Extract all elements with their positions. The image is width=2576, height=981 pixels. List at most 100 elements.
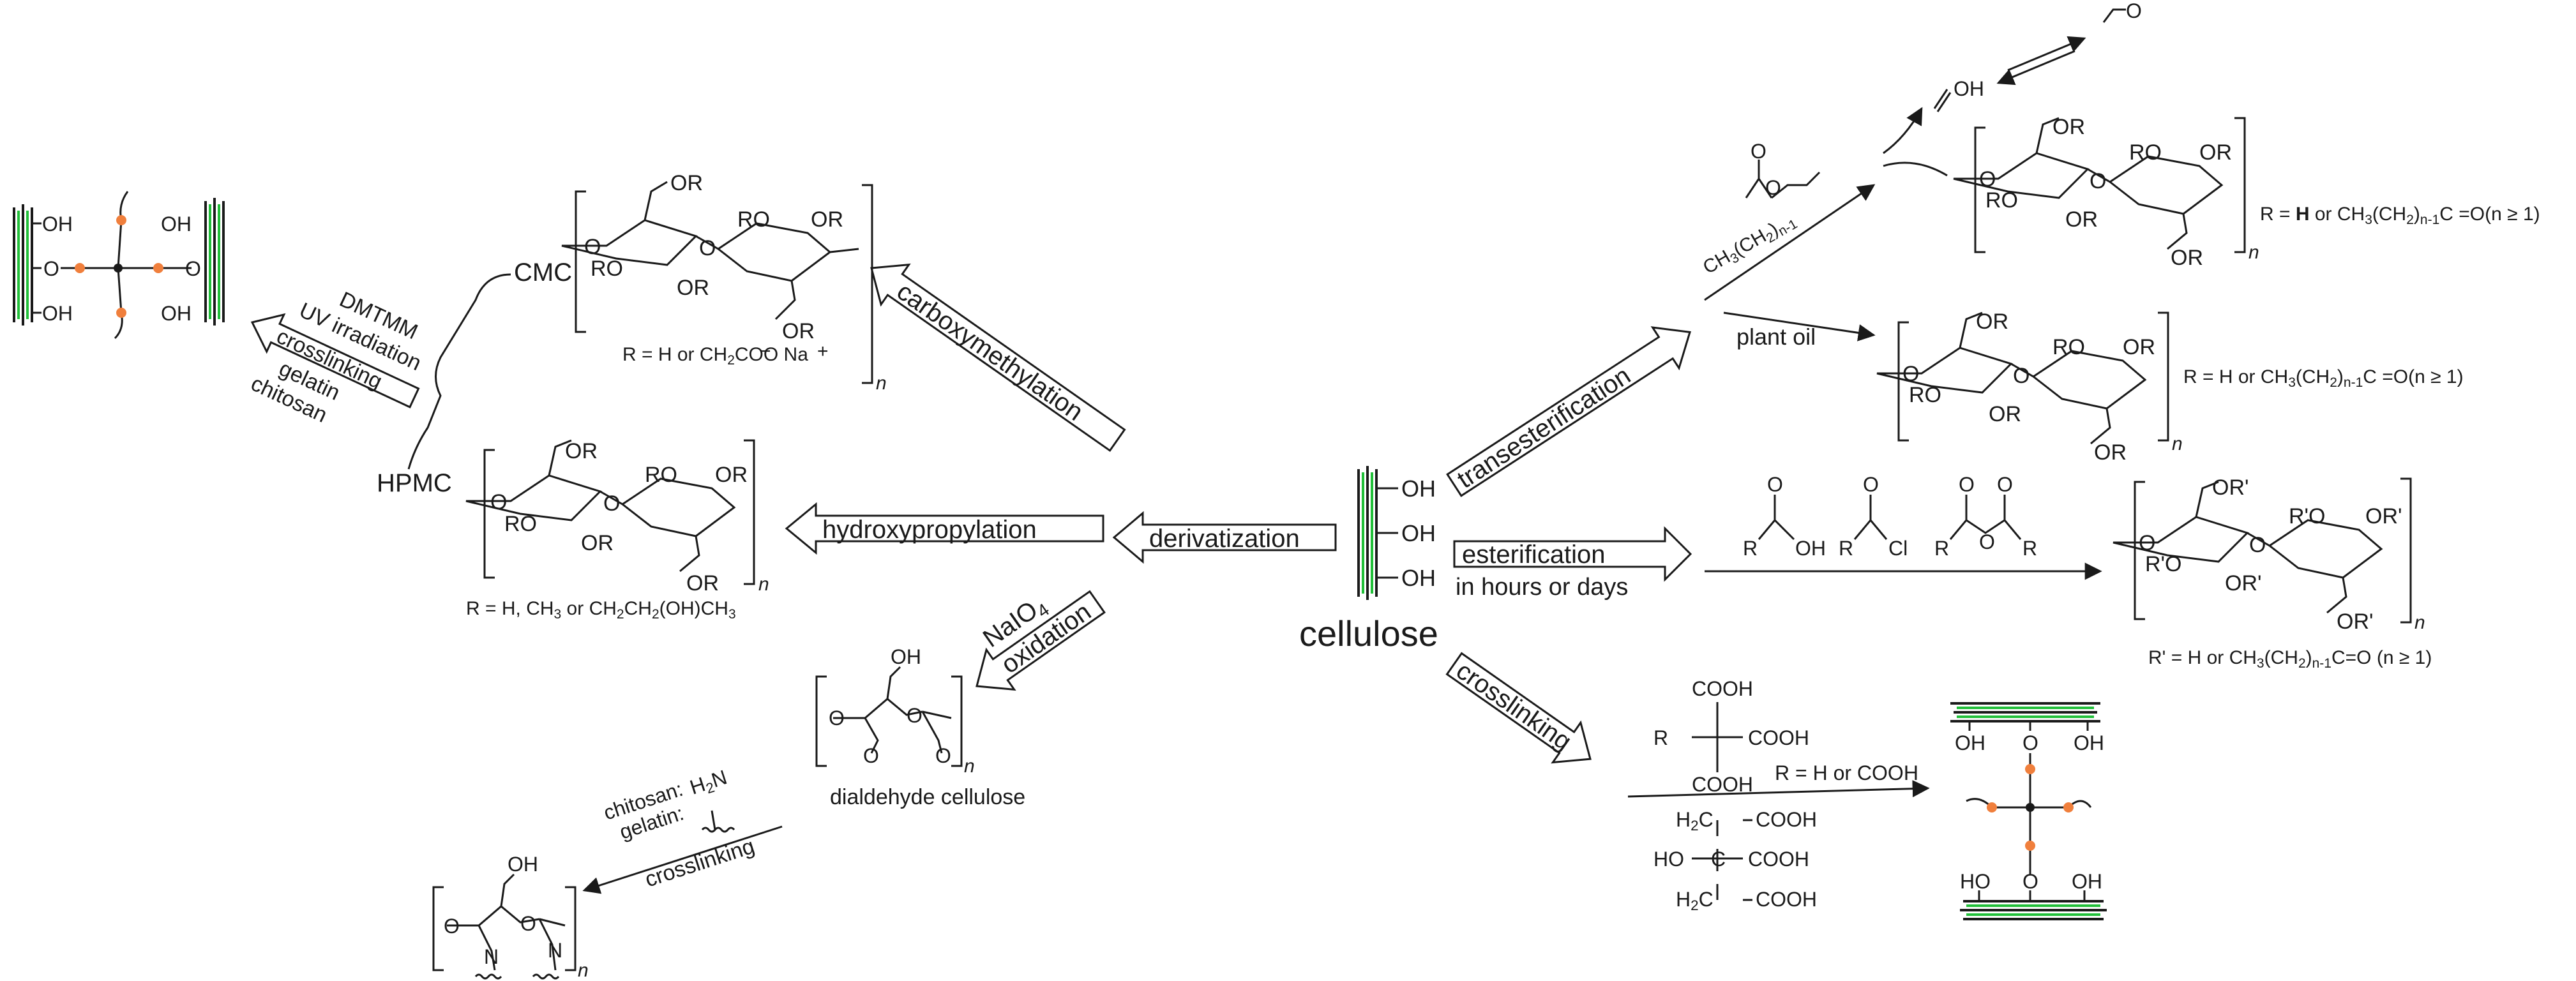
hpmc-ro-right: RO: [645, 463, 677, 487]
dialdehyde-o-1: O: [829, 707, 845, 730]
hpmc-or-right: OR: [715, 463, 748, 487]
po-or-right: OR: [2123, 335, 2155, 359]
vinyl-ester: [1704, 8, 2126, 301]
po-or-bottom: OR: [2094, 440, 2127, 465]
cmc-plus: +: [817, 341, 829, 362]
cellulose-fibril: OH OH OH: [1357, 466, 1436, 600]
vp-r-def: R = H or CH3(CH2)n-1C =O(n ≥ 1): [2260, 204, 2540, 227]
crosslinking-label: crosslinking: [1451, 657, 1576, 756]
ester-product: [2113, 477, 2412, 624]
crosslinking-line: [1627, 780, 1930, 798]
dialdehyde-o-3: O: [863, 744, 879, 767]
vinyl-o-2: O: [1765, 176, 1781, 199]
cmc-o-left: O: [584, 235, 601, 259]
plant-oil-product-labels: OR O RO OR O RO OR OR n R = H or CH3(CH2…: [1902, 310, 2464, 465]
cmc-o-bridge: O: [699, 236, 716, 260]
acid-r-def: R = H or COOH: [1775, 761, 1918, 784]
esterification-arrow: esterification: [1453, 526, 1692, 582]
cmc-label: CMC: [514, 258, 572, 287]
hpmc-structure: [465, 439, 755, 585]
ester-product-labels: OR' O R'O OR' O R'O OR' OR' n R' = H or …: [2139, 476, 2432, 671]
po-or-mid: OR: [1989, 402, 2021, 426]
po-o-left: O: [1902, 362, 1919, 386]
right-oh-2: OH: [2074, 731, 2104, 754]
ep-ro-right: R'O: [2289, 504, 2326, 528]
dialdehyde-crosslinking-label: crosslinking: [642, 834, 758, 892]
acid-cooh-top: COOH: [1692, 677, 1753, 700]
h2n-label: H2N: [687, 765, 730, 801]
ep-or-top: OR': [2212, 476, 2249, 500]
imine-n-2: N: [548, 939, 562, 962]
polycarboxylic-acids: [1692, 702, 1752, 901]
imine-oh: OH: [508, 853, 538, 876]
ep-or-right: OR': [2365, 504, 2402, 528]
acetaldehyde-o: O: [2126, 0, 2142, 22]
acid-cooh-bottom: COOH: [1692, 773, 1753, 796]
acid-labels: COOH R COOH COOH R = H or COOH H2C COOH …: [1653, 677, 1918, 913]
anhydride-o-2: O: [1997, 473, 2013, 496]
vp-ro-left: RO: [1985, 188, 2018, 213]
dialdehyde-o-2: O: [907, 704, 923, 727]
cmc-ro-right: RO: [737, 207, 770, 232]
anhydride-r-2: R: [2022, 537, 2037, 560]
citric-cooh-1: COOH: [1756, 808, 1817, 831]
crosslink-conditions: crosslinking DMTMM UV irradiation gelati…: [247, 287, 425, 428]
left-o-2: O: [185, 257, 201, 280]
vp-or-mid: OR: [2065, 207, 2098, 232]
cellulose-oh-2: OH: [1401, 520, 1436, 546]
hpmc-label: HPMC: [377, 469, 452, 497]
left-oh-4: OH: [161, 302, 192, 325]
vinyl-product-labels: OR O RO OR O RO OR OR n R = H or CH3(CH2…: [1979, 115, 2540, 270]
plant-oil-product: [1876, 311, 2169, 445]
vp-or-bottom: OR: [2171, 246, 2203, 270]
hpmc-labels: OR O RO OR O RO OR OR n R = H, CH3 or CH…: [466, 439, 769, 622]
cmc-minus: −: [760, 341, 771, 362]
right-ho-1: HO: [1960, 870, 1991, 893]
dialdehyde-label: dialdehyde cellulose: [830, 785, 1025, 809]
hpmc-or-top: OR: [565, 439, 598, 463]
oxidation-arrow: oxidation NaIO4: [975, 590, 1106, 691]
dialdehyde-oh: OH: [891, 645, 921, 668]
ep-or-mid: OR': [2225, 571, 2262, 595]
crosslinking-arrow: crosslinking: [1445, 652, 1592, 764]
anhydride-o-1: O: [1959, 473, 1975, 496]
esterification-sub: in hours or days: [1456, 574, 1628, 601]
acid-o: O: [1767, 473, 1783, 496]
dialdehyde-o-4: O: [935, 744, 951, 767]
hydroxypropylation-arrow: hydroxypropylation: [785, 502, 1104, 555]
cellulose-label: cellulose: [1299, 613, 1438, 654]
imine-o-2: O: [520, 912, 536, 935]
ep-o-left: O: [2139, 531, 2155, 555]
cmc-r-def: R = H or CH2COO Na: [622, 344, 808, 368]
vp-o-left: O: [1979, 167, 1996, 191]
po-ro-left: RO: [1909, 383, 1941, 407]
dialdehyde-labels: OH O O O O n dialdehyde cellulose: [829, 645, 1025, 809]
left-oh-1: OH: [42, 213, 73, 236]
transesterification-label: transesterification: [1452, 361, 1636, 494]
dialdehyde-structure: [815, 666, 963, 767]
hpmc-o-left: O: [490, 490, 507, 514]
carboxymethylation-label: carboxymethylation: [892, 277, 1088, 426]
hpmc-n: n: [758, 574, 769, 595]
cellulose-oh-3: OH: [1401, 565, 1436, 591]
po-o-bridge: O: [2013, 364, 2030, 388]
citric-h2c-2: H2C: [1676, 888, 1714, 913]
left-oh-3: OH: [161, 213, 192, 236]
dialdehyde-crosslink-conditions: chitosan: gelatin: H2N crosslinking: [582, 765, 783, 894]
esterification-label: esterification: [1462, 541, 1606, 569]
anhydride-r-1: R: [1934, 537, 1949, 560]
hpmc-or-bottom: OR: [686, 571, 719, 595]
ep-or-bottom: OR': [2337, 610, 2374, 634]
cmc-or-bottom: OR: [782, 319, 815, 343]
plant-oil-label: plant oil: [1736, 324, 1816, 350]
citric-cooh-2: COOH: [1748, 848, 1809, 871]
ep-r-def: R' = H or CH3(CH2)n-1C=O (n ≥ 1): [2148, 647, 2432, 671]
hpmc-r-def: R = H, CH3 or CH2CH2(OH)CH3: [466, 598, 736, 622]
cmc-ro-left: RO: [591, 257, 623, 281]
acid-cooh-right: COOH: [1748, 726, 1809, 749]
cmc-structure: [561, 181, 873, 384]
cmc-labels: OR O RO OR O RO OR OR − + n R = H or CH2…: [584, 171, 887, 394]
imine-n-sub: n: [578, 960, 589, 981]
vp-n: n: [2248, 242, 2259, 263]
